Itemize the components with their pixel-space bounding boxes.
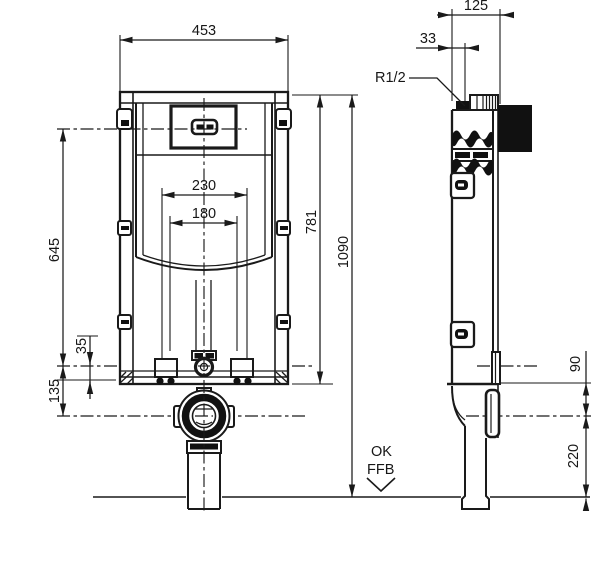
dim-135-label: 135	[47, 379, 63, 403]
dim-781-label: 781	[304, 210, 320, 234]
dim-220-label: 220	[566, 444, 582, 468]
front-view	[57, 90, 312, 510]
anchor-plate-right	[230, 358, 254, 378]
dim-180-label: 180	[192, 206, 216, 222]
dim-90-label: 90	[568, 356, 584, 372]
floor-level-symbol	[366, 477, 396, 493]
dim-645-label: 645	[47, 238, 63, 262]
water-connection	[469, 94, 499, 111]
floor-ok-label: OK	[371, 444, 392, 460]
break-band-lower	[452, 158, 493, 176]
dim-33-label: 33	[420, 31, 436, 47]
break-band-upper	[452, 130, 493, 148]
r12-stub	[456, 101, 469, 110]
outlet-flange	[484, 388, 501, 439]
r12-leader	[409, 77, 466, 107]
side-dimensions	[409, 9, 591, 511]
corner-braces	[119, 371, 289, 385]
frame-clips	[116, 108, 292, 330]
protection-box	[498, 105, 532, 152]
floor-ffb-label: FFB	[367, 462, 394, 478]
dim-1090-label: 1090	[336, 236, 352, 268]
drain-pipe-side	[461, 426, 490, 510]
anchor-plate-left	[154, 358, 178, 378]
dim-35-label: 35	[74, 338, 90, 354]
thread-r12-label: R1/2	[375, 70, 406, 86]
dim-230-label: 230	[192, 178, 216, 194]
dim-453-label: 453	[192, 23, 216, 39]
dimension-labels: 453 230 180 645 35 135 781 1090 125 33 R…	[47, 0, 584, 478]
front-dimensions	[57, 35, 358, 497]
side-view	[447, 94, 591, 510]
dim-125-label: 125	[464, 0, 488, 14]
